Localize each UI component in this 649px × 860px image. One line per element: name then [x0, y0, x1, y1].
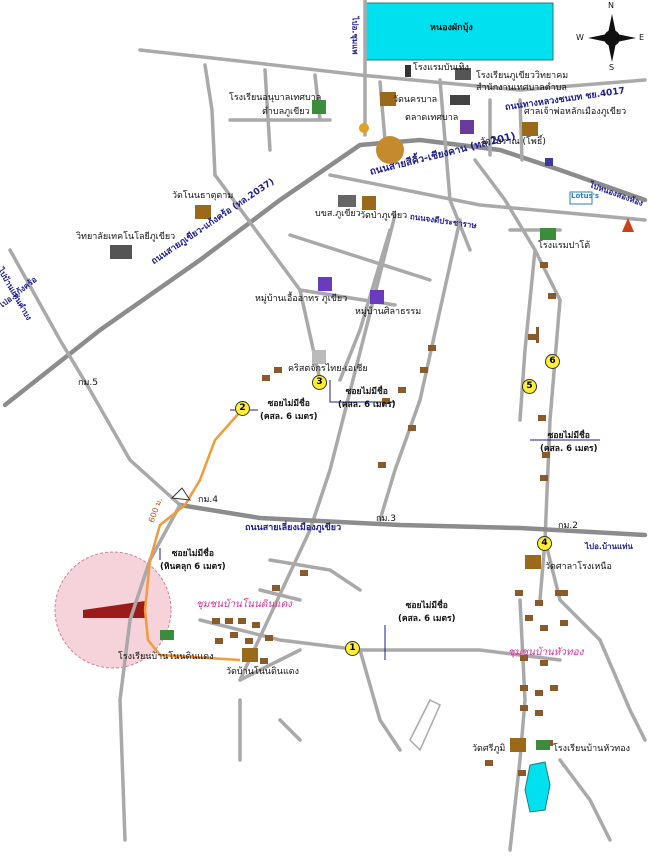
road-label-bypass: ถนนสายเลี่ยงเมืองภูเขียว [245, 523, 342, 533]
km-2: กม.2 [558, 521, 578, 531]
soi-4-sub: (คสล. 6 เมตร) [398, 613, 456, 624]
label-lotus: Lotus's [571, 192, 600, 200]
km-5: กม.5 [78, 378, 98, 388]
label-shrine: ศาลเจ้าพ่อหลักเมืองภูเขียว [524, 107, 627, 117]
compass-icon [588, 14, 636, 62]
label-college: วิทยาลัยเทคโนโลยีภูเขียว [76, 232, 176, 242]
label-school-anuban: โรงเรียนอนุบาลเทศบาล [229, 93, 322, 103]
lake-south [524, 761, 551, 813]
label-village1: หมู่บ้านเอื้ออาทร ภูเขียว [255, 294, 348, 304]
soi-2-title: ซอยไม่มีชื่อ [267, 399, 310, 409]
soi-5-sub: (คสล. 6 เมตร) [540, 443, 598, 454]
houses [212, 262, 568, 776]
label-tambon: ตำบลภูเขียว [262, 107, 310, 117]
label-school-phu: โรงเรียนภูเขียววิทยาคม [476, 71, 569, 81]
landmark-icons [110, 65, 634, 752]
label-church: คริสตจักรไทย-เอเชีย [288, 364, 368, 374]
soi-3-sub: (หินคลุก 6 เมตร) [160, 561, 226, 572]
label-wat-nakorn: วัดนครบาล [393, 95, 438, 105]
soi-2-sub: (คสล. 6 เมตร) [260, 411, 318, 422]
soi-box-1: ซอยไม่มีชื่อ (คสล. 6 เมตร) [338, 386, 396, 412]
km-4: กม.4 [198, 495, 218, 505]
marker-4: 4 [537, 536, 552, 551]
compass-e: E [639, 33, 645, 42]
label-school-huathong: โรงเรียนบ้านหัวทอง [553, 744, 631, 754]
label-school-nong: โรงเรียนบ้านโนนดินแดง [118, 652, 214, 662]
label-hotel: โรงแรมบันเทิง [413, 63, 469, 73]
route-600m [143, 411, 241, 662]
project-site [83, 601, 145, 618]
soi-box-4: ซอยไม่มีชื่อ (คสล. 6 เมตร) [398, 600, 456, 626]
soi-1-sub: (คสล. 6 เมตร) [338, 399, 396, 410]
lake-label: หนองผักบุ้ง [430, 23, 473, 33]
soi-5-title: ซอยไม่มีชื่อ [547, 431, 590, 441]
road-label-north: ไปอ.ชุมแพ [350, 16, 360, 55]
lake-nong-phak-bung [364, 2, 554, 61]
label-tessaban-office: สำนักงานเทศบาลตำบล [476, 83, 567, 93]
label-community-mak: ชุมชนบ้านหัวทอง [508, 647, 584, 658]
soi-3-title: ซอยไม่มีชื่อ [171, 549, 214, 559]
marker-6: 6 [545, 354, 560, 369]
label-wat-sala-nuea: วัดศาลาโรงเหนือ [545, 562, 612, 572]
compass-n: N [608, 1, 614, 10]
soi-box-3: ซอยไม่มีชื่อ (หินคลุก 6 เมตร) [160, 548, 226, 574]
marker-2: 2 [235, 401, 250, 416]
label-market: ตลาดเทศบาล [405, 113, 459, 123]
soi-box-5: ซอยไม่มีชื่อ (คสล. 6 เมตร) [540, 430, 598, 456]
label-community-nong: ชุมชนบ้านโนนดินแดง [196, 599, 292, 610]
road-label-to-east2: ไปอ.บ้านแท่น [585, 542, 633, 551]
label-wat-boran: วัดโบราณ (โพธิ์) [480, 137, 546, 147]
label-wat-nonthatdan: วัดโนนธาตุดาม [172, 191, 234, 201]
label-village2: หมู่บ้านศิลาธรรม [355, 307, 422, 317]
compass-s: S [609, 63, 615, 72]
compass-rose: N S W E [576, 2, 645, 72]
marker-1: 1 [345, 641, 360, 656]
marker-3: 3 [312, 375, 327, 390]
label-wat-sriphum: วัดศรีภูมิ [472, 744, 506, 754]
km-3: กม.3 [376, 514, 396, 524]
label-hotel-pa: โรงแรมปาโต้ [538, 241, 591, 251]
soi-1-title: ซอยไม่มีชื่อ [345, 387, 388, 397]
marker-5: 5 [522, 379, 537, 394]
compass-w: W [576, 33, 584, 42]
soi-pointers [159, 380, 600, 660]
soi-4-title: ซอยไม่มีชื่อ [405, 601, 448, 611]
label-bks: บขส.ภูเขียว [315, 209, 361, 219]
label-wat-pa: วัดป่าภูเขียว [360, 211, 408, 221]
soi-box-2: ซอยไม่มีชื่อ (คสล. 6 เมตร) [260, 398, 318, 424]
label-wat-ban-nong: วัดบ้านโนนดินแดง [226, 667, 299, 677]
